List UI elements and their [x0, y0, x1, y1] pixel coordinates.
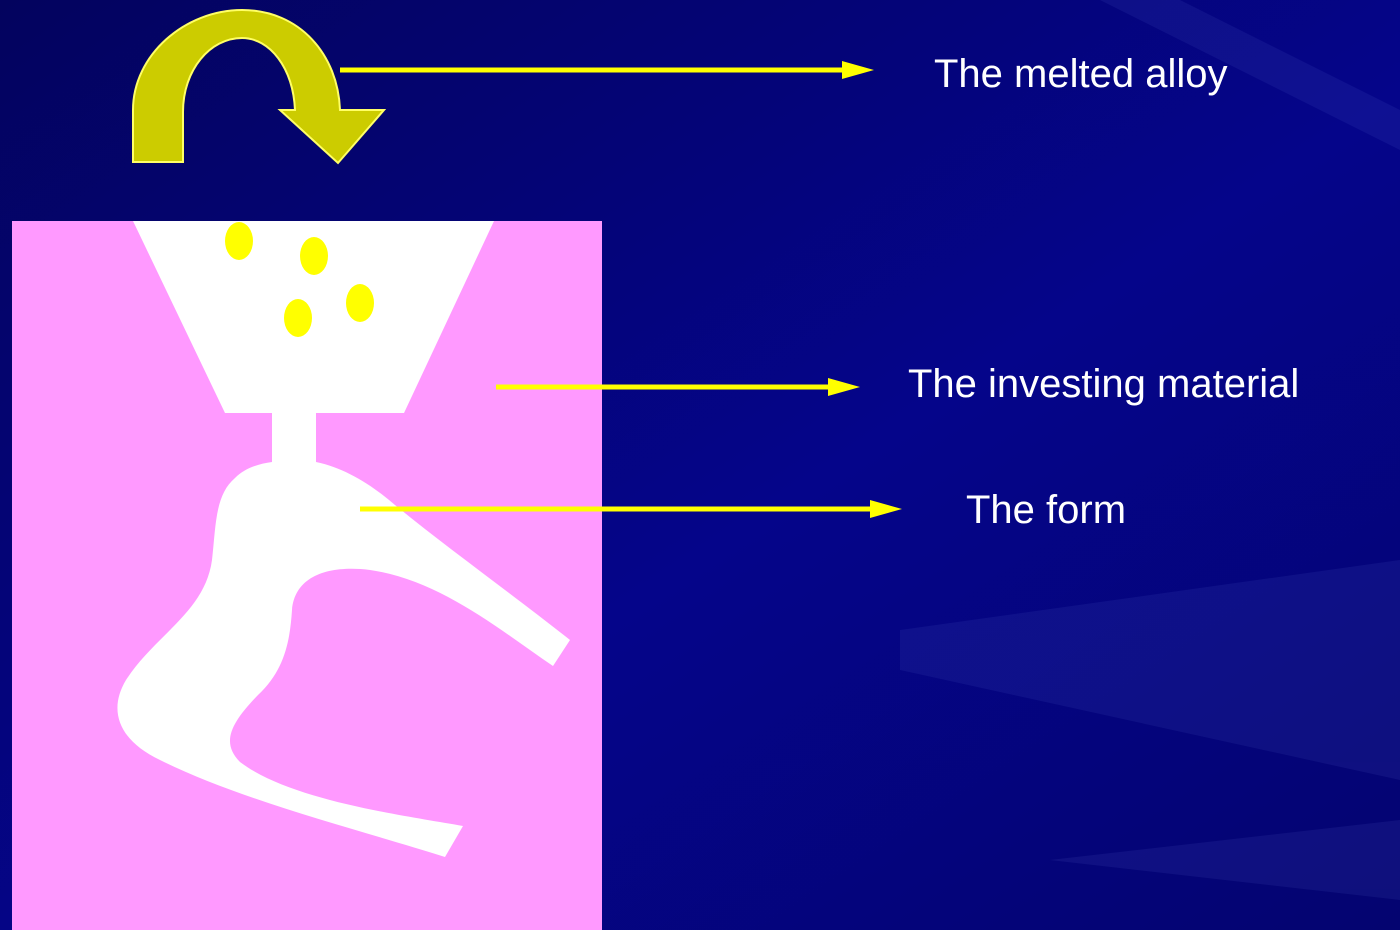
form-shape	[117, 462, 570, 857]
leader-line-alloy	[340, 61, 874, 79]
arrow-right-icon	[870, 500, 902, 518]
sprue-funnel	[133, 221, 494, 413]
alloy-droplet	[300, 237, 328, 275]
sprue-channel	[272, 410, 316, 470]
label-melted-alloy: The melted alloy	[934, 52, 1228, 96]
background-streaks	[900, 0, 1400, 900]
arrow-right-icon	[842, 61, 874, 79]
label-investing-material: The investing material	[908, 362, 1300, 406]
leader-line-investing	[496, 378, 860, 396]
arrow-right-icon	[828, 378, 860, 396]
label-form: The form	[966, 488, 1127, 532]
alloy-droplet	[346, 284, 374, 322]
alloy-droplet	[284, 299, 312, 337]
leader-line-form	[360, 500, 902, 518]
curved-arrow-icon	[132, 8, 387, 165]
alloy-droplet	[225, 222, 253, 260]
